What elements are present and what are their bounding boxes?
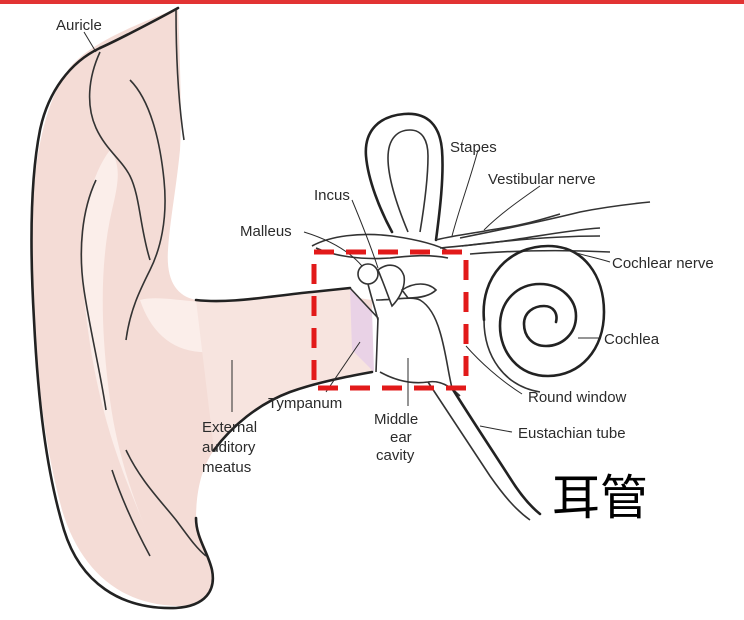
label-middle-ear-cavity-2: ear bbox=[390, 429, 412, 446]
label-vestibular-nerve: Vestibular nerve bbox=[488, 171, 596, 188]
label-round-window: Round window bbox=[528, 389, 627, 406]
label-cochlea: Cochlea bbox=[604, 331, 660, 348]
inner-ear-structures bbox=[366, 114, 650, 392]
label-malleus: Malleus bbox=[240, 223, 292, 240]
label-stapes: Stapes bbox=[450, 139, 497, 156]
label-external-auditory-meatus-3: meatus bbox=[202, 459, 251, 476]
label-middle-ear-cavity-1: Middle bbox=[374, 411, 418, 428]
cochlea-spiral bbox=[484, 246, 604, 392]
label-external-auditory-meatus-1: External bbox=[202, 419, 257, 436]
label-incus: Incus bbox=[314, 187, 350, 204]
label-auricle: Auricle bbox=[56, 17, 102, 34]
label-cochlear-nerve: Cochlear nerve bbox=[612, 255, 714, 272]
label-external-auditory-meatus-2: auditory bbox=[202, 439, 256, 456]
top-rule bbox=[0, 0, 744, 4]
label-middle-ear-cavity-3: cavity bbox=[376, 447, 415, 464]
highlight-caption: 耳管 bbox=[552, 470, 648, 526]
label-tympanum: Tympanum bbox=[268, 395, 342, 412]
label-eustachian-tube: Eustachian tube bbox=[518, 425, 626, 442]
